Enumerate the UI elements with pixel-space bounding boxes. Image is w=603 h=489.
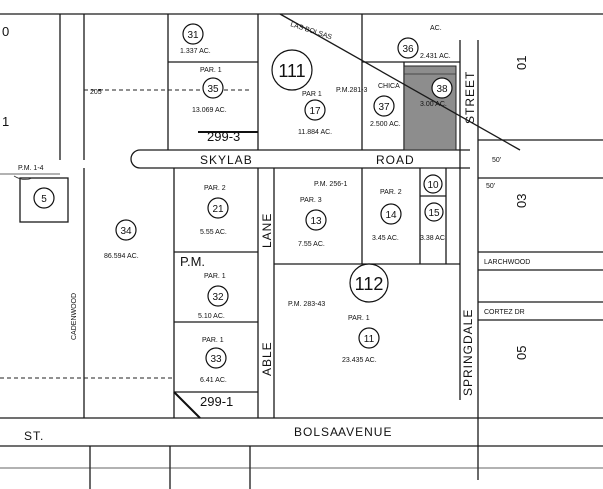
svg-text:PAR. 3: PAR. 3 xyxy=(300,197,322,204)
parcel-34: 34 86.594 AC. xyxy=(104,219,139,260)
svg-text:13.069 AC.: 13.069 AC. xyxy=(192,107,227,114)
book-112-label: 112 xyxy=(355,274,384,294)
street-cadenwood: CADENWOOD xyxy=(71,293,78,340)
parcel-33: 33 PAR. 1 6.41 AC. xyxy=(200,337,227,384)
dim-50-lower: 50' xyxy=(486,183,495,190)
pm-label: P.M. xyxy=(180,254,205,269)
svg-text:3.00 AC.: 3.00 AC. xyxy=(420,101,447,108)
svg-text:PAR. 2: PAR. 2 xyxy=(204,185,226,192)
parcel-5: 5 xyxy=(33,187,55,209)
svg-text:11.884 AC.: 11.884 AC. xyxy=(298,129,332,136)
pm-281-3-label: P.M.281-3 xyxy=(336,87,367,94)
svg-text:21: 21 xyxy=(212,204,224,215)
svg-text:PAR. 1: PAR. 1 xyxy=(348,315,370,322)
parcel-11: 11 PAR. 1 23.435 AC. xyxy=(342,315,380,364)
street-cortez: CORTEZ DR xyxy=(484,309,525,316)
parcel-37: 37 2.500 AC. xyxy=(370,95,401,128)
book-299-1-label: 299-1 xyxy=(200,394,233,409)
page-number-right-low: 05 xyxy=(514,346,529,360)
svg-text:37: 37 xyxy=(378,102,390,113)
svg-text:33: 33 xyxy=(210,354,222,365)
parcel-38: 38 3.00 AC. xyxy=(420,77,453,108)
street-larchwood: LARCHWOOD xyxy=(484,259,530,266)
svg-text:32: 32 xyxy=(212,292,224,303)
svg-text:5.10 AC.: 5.10 AC. xyxy=(198,313,225,320)
street-bolsa: BOLSA xyxy=(294,425,339,439)
street-st: ST. xyxy=(24,429,44,443)
svg-text:3.38 AC.: 3.38 AC. xyxy=(420,235,447,242)
parcel-10: 10 xyxy=(423,174,443,194)
street-lane: LANE xyxy=(260,213,274,248)
dim-205: 205' xyxy=(90,89,103,96)
svg-text:31: 31 xyxy=(187,30,199,41)
page-number-right-mid: 03 xyxy=(514,194,529,208)
svg-text:PAR. 1: PAR. 1 xyxy=(202,337,224,344)
parcel-13: 13 PAR. 3 7.55 AC. xyxy=(298,197,327,248)
page-number-top-right: 01 xyxy=(514,56,529,70)
svg-text:2.500 AC.: 2.500 AC. xyxy=(370,121,401,128)
parcel-35: 35 PAR. 1 13.069 AC. xyxy=(192,67,227,114)
svg-text:35: 35 xyxy=(207,84,219,95)
left-edge-number: 1 xyxy=(2,114,9,129)
ac-tag: AC. xyxy=(430,25,442,32)
parcel-21: 21 PAR. 2 5.55 AC. xyxy=(200,185,229,236)
parcel-14: 14 PAR. 2 3.45 AC. xyxy=(372,189,402,242)
svg-text:23.435 AC.: 23.435 AC. xyxy=(342,357,377,364)
street-avenue: AVENUE xyxy=(338,425,392,439)
svg-text:17: 17 xyxy=(309,106,321,117)
svg-text:6.41 AC.: 6.41 AC. xyxy=(200,377,227,384)
pm-1-4-label: P.M. 1-4 xyxy=(18,165,44,172)
street-street: STREET xyxy=(463,71,477,124)
svg-text:10: 10 xyxy=(427,180,439,191)
svg-text:11: 11 xyxy=(364,334,375,345)
svg-text:15: 15 xyxy=(428,208,440,219)
book-111-label: 111 xyxy=(278,61,305,81)
parcel-15: 15 3.38 AC. xyxy=(420,202,447,242)
book-111-circle xyxy=(271,49,313,91)
parcel-32: 32 PAR. 1 5.10 AC. xyxy=(198,273,229,320)
svg-text:PAR. 1: PAR. 1 xyxy=(200,67,222,74)
street-road: ROAD xyxy=(376,153,415,167)
street-las-bolsas: LAS BOLSAS xyxy=(289,21,333,41)
svg-text:38: 38 xyxy=(436,84,448,95)
svg-text:2.431 AC.: 2.431 AC. xyxy=(420,53,451,60)
svg-text:PAR. 2: PAR. 2 xyxy=(380,189,402,196)
svg-text:86.594 AC.: 86.594 AC. xyxy=(104,253,139,260)
svg-text:36: 36 xyxy=(402,44,414,55)
svg-text:PAR 1: PAR 1 xyxy=(302,91,322,98)
parcel-31: 31 1.337 AC. xyxy=(180,23,211,55)
street-springdale: SPRINGDALE xyxy=(461,309,475,396)
book-112-circle xyxy=(349,263,389,303)
parcel-17a: 17 PAR 1 11.884 AC. xyxy=(298,91,332,136)
svg-text:34: 34 xyxy=(120,226,132,237)
svg-text:7.55 AC.: 7.55 AC. xyxy=(298,241,325,248)
svg-text:5: 5 xyxy=(41,194,47,205)
parcel-36: 36 2.431 AC. xyxy=(397,37,451,60)
svg-text:3.45 AC.: 3.45 AC. xyxy=(372,235,399,242)
pm-283-43-label: P.M. 283-43 xyxy=(288,301,325,308)
pm-256-1-label: P.M. 256-1 xyxy=(314,181,347,188)
svg-text:5.55 AC.: 5.55 AC. xyxy=(200,229,227,236)
page-number-left-top: 0 xyxy=(2,24,9,39)
street-chica: CHICA xyxy=(378,83,400,90)
svg-text:1.337 AC.: 1.337 AC. xyxy=(180,48,211,55)
street-skylab: SKYLAB xyxy=(200,153,253,167)
svg-text:13: 13 xyxy=(310,216,322,227)
street-able: ABLE xyxy=(260,341,274,376)
svg-text:PAR. 1: PAR. 1 xyxy=(204,273,226,280)
svg-text:14: 14 xyxy=(385,210,397,221)
dim-50-upper: 50' xyxy=(492,157,501,164)
